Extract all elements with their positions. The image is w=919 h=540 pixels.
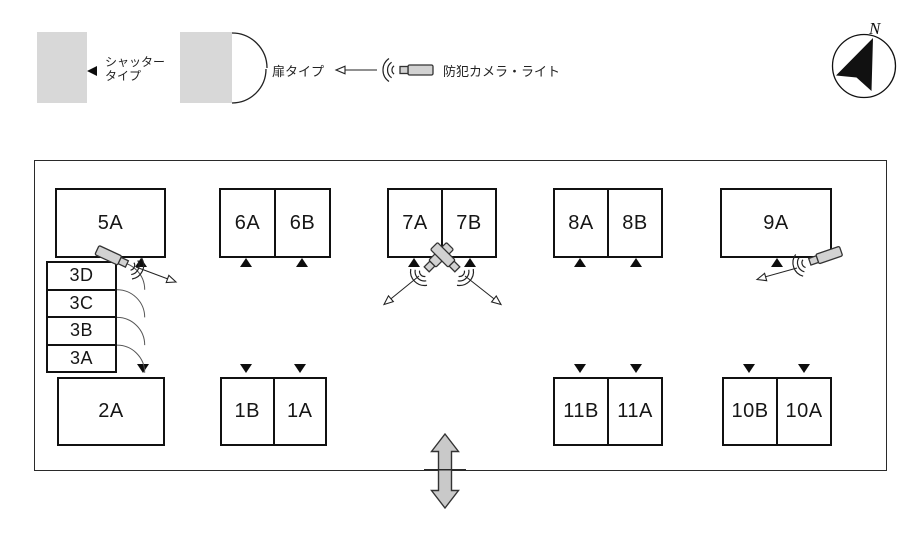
legend-door-label: 扉タイプ xyxy=(272,64,325,79)
unit-3A: 3A xyxy=(48,343,115,372)
shutter-marker-2A-icon xyxy=(137,364,149,373)
shutter-marker-11A-icon xyxy=(630,364,642,373)
unit-10B-10A: 10B 10A xyxy=(722,377,832,446)
unit-5A-label: 5A xyxy=(97,211,124,234)
unit-3B-label: 3B xyxy=(69,320,94,341)
unit-2A-label: 2A xyxy=(98,400,124,422)
unit-10A-label: 10A xyxy=(785,400,823,422)
unit-11B: 11B xyxy=(555,379,607,444)
unit-8A-label: 8A xyxy=(568,211,594,234)
unit-6B-label: 6B xyxy=(289,211,316,234)
unit-3D: 3D xyxy=(48,263,115,289)
legend-shutter-label-line2: タイプ xyxy=(105,69,142,83)
unit-3A-label: 3A xyxy=(69,347,94,368)
unit-3D-3A-column: 3D 3C 3B 3A xyxy=(46,261,117,373)
shutter-marker-10B-icon xyxy=(743,364,755,373)
shutter-marker-7A-icon xyxy=(408,258,420,267)
legend-shutter-label: シャッター タイプ xyxy=(105,55,165,83)
unit-7A-label: 7A xyxy=(402,211,428,234)
unit-6A-6B: 6A 6B xyxy=(219,188,331,258)
shutter-direction-icon xyxy=(87,66,97,76)
unit-3B: 3B xyxy=(48,316,115,344)
unit-7B: 7B xyxy=(441,190,495,256)
unit-9A: 9A xyxy=(720,188,832,258)
compass-north-label: N xyxy=(869,19,881,38)
legend-door-swing-arc-bottom xyxy=(231,68,267,104)
shutter-marker-10A-icon xyxy=(798,364,810,373)
shutter-marker-6A-icon xyxy=(240,258,252,267)
compass-needle-icon xyxy=(836,38,873,91)
unit-6A-label: 6A xyxy=(234,211,261,234)
unit-8B-label: 8B xyxy=(622,211,648,234)
unit-11A: 11A xyxy=(607,379,661,444)
unit-3C: 3C xyxy=(48,288,115,317)
unit-1A-label: 1A xyxy=(287,400,313,422)
unit-2A: 2A xyxy=(57,377,165,446)
unit-1A: 1A xyxy=(272,379,326,444)
unit-7B-label: 7B xyxy=(456,211,482,234)
legend-camera-arrowhead-icon xyxy=(335,65,346,75)
unit-3C-label: 3C xyxy=(69,292,94,313)
unit-11A-label: 11A xyxy=(617,400,653,422)
unit-11B-11A: 11B 11A xyxy=(553,377,663,446)
legend-camera-label: 防犯カメラ・ライト xyxy=(443,64,561,79)
legend-shutter-label-line1: シャッター xyxy=(105,55,166,69)
unit-7A: 7A xyxy=(389,190,441,256)
unit-6A: 6A xyxy=(221,190,274,256)
shutter-marker-1A-icon xyxy=(294,364,306,373)
legend-shutter-unit-swatch xyxy=(37,32,87,103)
unit-6B: 6B xyxy=(274,190,329,256)
legend-door-unit-swatch xyxy=(180,32,232,103)
shutter-marker-8B-icon xyxy=(630,258,642,267)
unit-8A-8B: 8A 8B xyxy=(553,188,663,258)
shutter-marker-7B-icon xyxy=(464,258,476,267)
unit-10B: 10B xyxy=(724,379,776,444)
legend-security-camera-icon xyxy=(382,57,434,83)
legend-door-swing-arc-top xyxy=(231,32,268,69)
unit-1B-1A: 1B 1A xyxy=(220,377,327,446)
unit-8B: 8B xyxy=(607,190,661,256)
unit-7A-7B: 7A 7B xyxy=(387,188,497,258)
shutter-marker-11B-icon xyxy=(574,364,586,373)
unit-3D-label: 3D xyxy=(69,265,94,286)
unit-1B: 1B xyxy=(222,379,273,444)
unit-9A-label: 9A xyxy=(763,211,789,234)
unit-8A: 8A xyxy=(555,190,607,256)
shutter-marker-5A-icon xyxy=(135,258,147,267)
shutter-marker-9A-icon xyxy=(771,258,783,267)
compass-circle xyxy=(831,33,897,99)
shutter-marker-1B-icon xyxy=(240,364,252,373)
unit-10A: 10A xyxy=(776,379,830,444)
unit-5A: 5A xyxy=(55,188,166,258)
unit-11B-label: 11B xyxy=(563,400,599,422)
shutter-marker-6B-icon xyxy=(296,258,308,267)
unit-1B-label: 1B xyxy=(234,400,260,422)
shutter-marker-8A-icon xyxy=(574,258,586,267)
unit-10B-label: 10B xyxy=(731,400,769,422)
